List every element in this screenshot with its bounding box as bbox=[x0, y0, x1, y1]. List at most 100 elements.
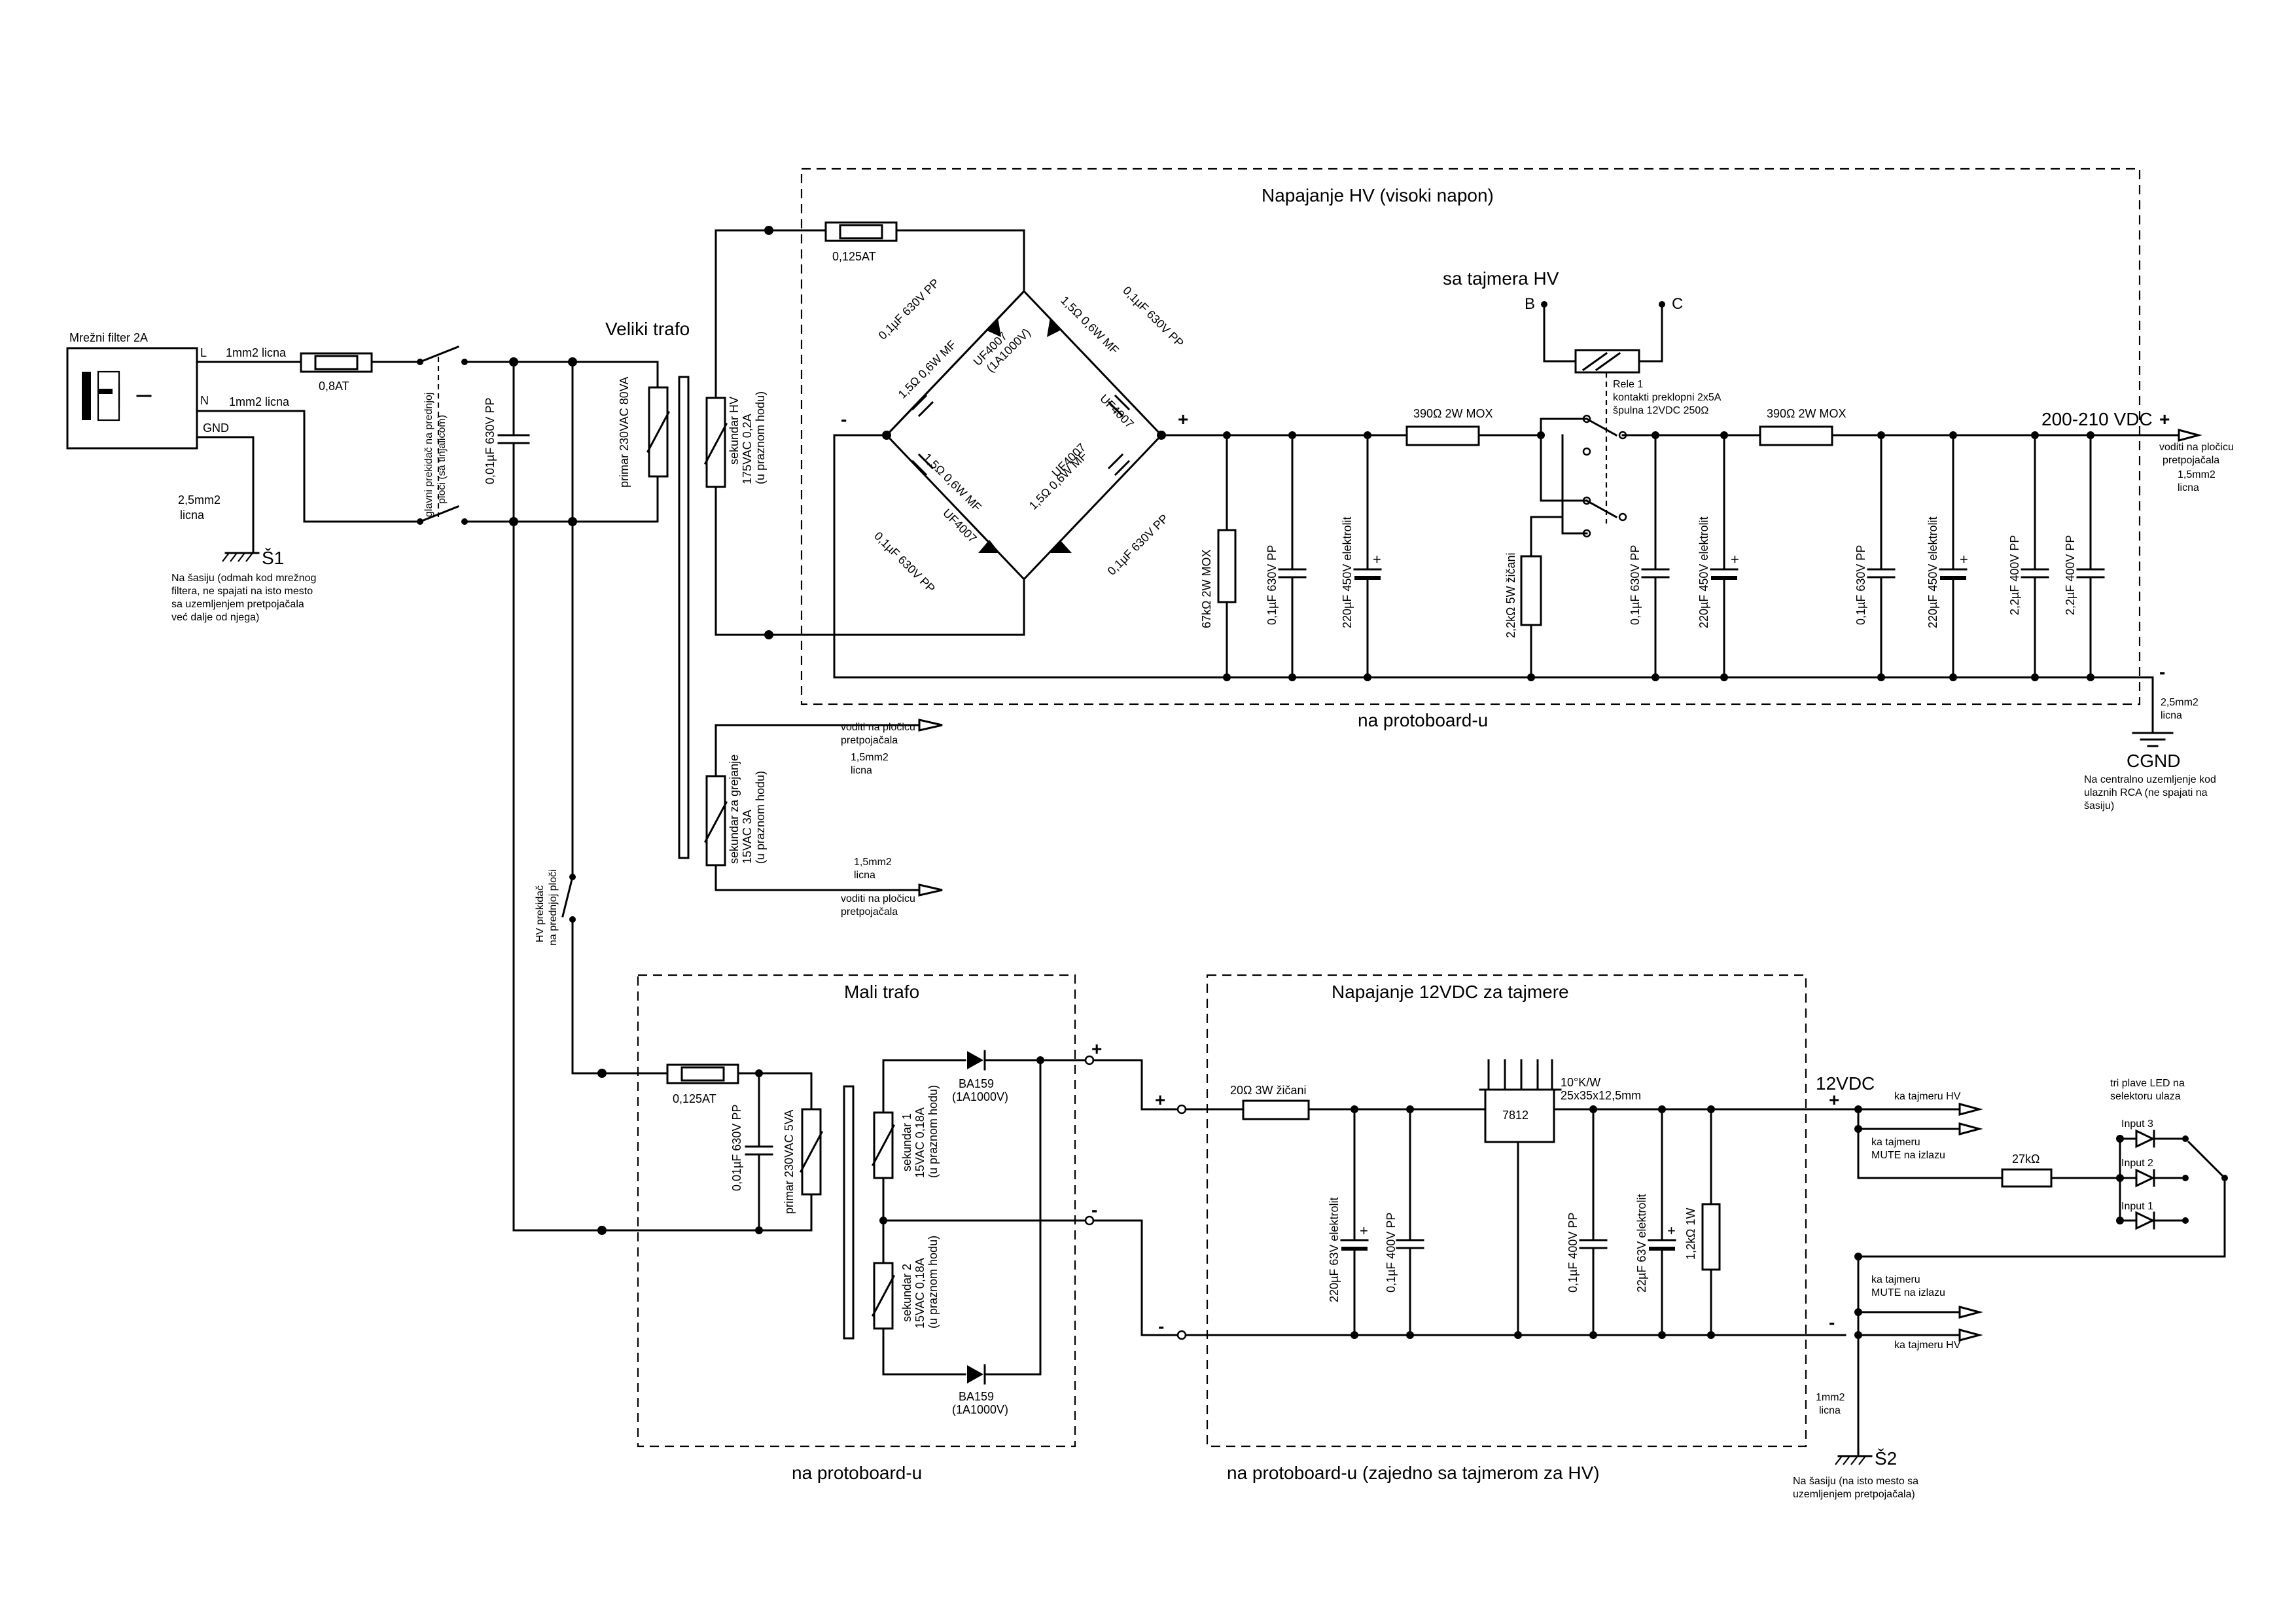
schematic-label: na prednjoj ploči bbox=[548, 869, 559, 946]
main-power-switch bbox=[417, 346, 468, 525]
schematic-label: (1A1000V) bbox=[952, 1403, 1008, 1416]
schematic-label: 25x35x12,5mm bbox=[1561, 1089, 1641, 1102]
schematic-label: (u praznom hodu) bbox=[754, 391, 767, 484]
schematic-label: ka tajmeru bbox=[1871, 1137, 1920, 1148]
schematic-label: + bbox=[1829, 1090, 1839, 1110]
supply-12v-title: Napajanje 12VDC za tajmere bbox=[1332, 982, 1569, 1002]
schematic-label: ka tajmeru HV bbox=[1894, 1340, 1961, 1351]
schematic-label: BA159 bbox=[959, 1390, 994, 1403]
schematic-label: licna bbox=[851, 765, 872, 776]
schematic-label: - bbox=[1158, 1316, 1164, 1336]
schematic-label: 15VAC 0,18A bbox=[913, 1258, 927, 1329]
schematic-label: 1mm2 licna bbox=[229, 395, 290, 408]
schematic-label: Input 1 bbox=[2121, 1201, 2153, 1212]
schematic-label: Rele 1 bbox=[1613, 379, 1643, 390]
mains-bus-n bbox=[463, 475, 659, 523]
schematic-label: ulaznih RCA (ne spajati na bbox=[2084, 787, 2208, 798]
schematic-label: 1,2kΩ 1W bbox=[1684, 1208, 1697, 1260]
schematic-label: BA159 bbox=[959, 1077, 994, 1090]
hv-output-voltage: 200-210 VDC bbox=[2041, 409, 2153, 429]
mains-bus-l bbox=[463, 361, 659, 389]
schematic-label: Input 3 bbox=[2121, 1118, 2153, 1130]
schematic-label: 7812 bbox=[1502, 1109, 1528, 1122]
schematic-label: 1,5mm2 bbox=[851, 752, 889, 763]
schematic-label: voditi na pločicu bbox=[841, 722, 915, 733]
schematic-label: već dalje od njega) bbox=[171, 612, 259, 623]
hv-supply-block bbox=[800, 168, 2141, 705]
schematic-label: 0,1µF 630V PP bbox=[1105, 512, 1171, 578]
regulator-7812: 7812 bbox=[1479, 1059, 1562, 1339]
hv-series-resistor-1 bbox=[1405, 425, 1480, 446]
hv-supply-title: Napajanje HV (visoki napon) bbox=[1262, 185, 1494, 205]
schematic-label: Na šasiju (na isto mesto sa bbox=[1793, 1476, 1918, 1487]
output-12v-label: 12VDC bbox=[1816, 1073, 1875, 1094]
schematic-label: L bbox=[200, 346, 207, 359]
schematic-label: filtera, ne spajati na isto mesto bbox=[171, 586, 313, 597]
schematic-label: glavni prekidač na prednjoj bbox=[423, 393, 434, 517]
schematic-label: - bbox=[1091, 1200, 1097, 1220]
schematic-label: sekundar HV bbox=[728, 397, 741, 465]
cgnd-symbol bbox=[2132, 732, 2174, 747]
schematic-label: 2,2µF 400V PP bbox=[2008, 535, 2021, 615]
schematic-label: CGND bbox=[2127, 751, 2180, 771]
schematic-label: ka tajmeru bbox=[1871, 1274, 1920, 1285]
big-trafo-primary bbox=[646, 386, 671, 478]
schematic-label: 220µF 450V elektrolit bbox=[1697, 517, 1710, 628]
schematic-label: + bbox=[1373, 551, 1381, 567]
schematic-label: 1,5mm2 bbox=[2178, 469, 2216, 480]
schematic-label: tri plave LED na bbox=[2110, 1078, 2185, 1089]
schematic-label: 2,5mm2 bbox=[2161, 697, 2199, 708]
schematic-label: Input 2 bbox=[2121, 1158, 2153, 1169]
wirewound-resistor bbox=[1520, 555, 1542, 626]
small-trafo-block bbox=[637, 974, 1076, 1448]
chassis-ground-s2 bbox=[1835, 1455, 1873, 1465]
schematic-label: uzemljenjem pretpojačala) bbox=[1793, 1489, 1915, 1500]
schematic-label: 0,1µF 400V PP bbox=[1566, 1213, 1580, 1293]
schematic-label: 2,2kΩ 5W žičani bbox=[1504, 553, 1517, 639]
schematic-label: + bbox=[1178, 409, 1188, 429]
input-capacitor bbox=[497, 361, 530, 523]
schematic-label: 0,1µF 630V PP bbox=[872, 529, 938, 596]
schematic-label: (u praznom hodu) bbox=[927, 1236, 940, 1329]
hv-negative-rail bbox=[833, 434, 2154, 679]
schematic-label: 220µF 450V elektrolit bbox=[1341, 517, 1354, 628]
schematic-label: + bbox=[1960, 551, 1968, 567]
schematic-label: ka tajmeru HV bbox=[1894, 1091, 1961, 1102]
schematic-label: 0,01µF 630V PP bbox=[484, 398, 497, 484]
schematic-label: 2,5mm2 bbox=[178, 493, 221, 507]
schematic-label: ploči (sa tinjalicom) bbox=[436, 415, 448, 504]
schematic-label: 15VAC 3A bbox=[741, 810, 754, 864]
schematic-label: (1A1000V) bbox=[952, 1090, 1008, 1103]
schematic-label: 27kΩ bbox=[2012, 1152, 2040, 1166]
schematic-label: GND bbox=[203, 421, 229, 435]
mains-inlet: Mrežni filter 2A L N GND bbox=[66, 331, 229, 450]
big-trafo-hv-secondary bbox=[703, 229, 770, 636]
schematic-label: + bbox=[1155, 1090, 1165, 1110]
small-trafo-title: Mali trafo bbox=[844, 982, 919, 1002]
schematic-label: sekundar 2 bbox=[900, 1264, 913, 1322]
inlet-title: Mrežni filter 2A bbox=[69, 331, 148, 344]
schematic-label: primar 230VAC 80VA bbox=[618, 377, 631, 488]
chassis-ground-symbol bbox=[222, 552, 260, 562]
schematic-label: licna bbox=[2178, 482, 2199, 493]
schematic-label: 1,5mm2 bbox=[854, 857, 892, 868]
schematic-label: HV prekidač bbox=[535, 885, 546, 942]
schematic-label: 1,5Ω 0,6W MF bbox=[1027, 449, 1090, 512]
schematic-label: 0,1µF 630V PP bbox=[1120, 284, 1186, 350]
schematic-label: kontakti preklopni 2x5A bbox=[1613, 392, 1722, 403]
schematic-label: + bbox=[2159, 409, 2170, 429]
small-trafo-secondaries bbox=[871, 1050, 1087, 1385]
schematic-label: Š1 bbox=[262, 548, 284, 568]
schematic-label: Š2 bbox=[1875, 1448, 1897, 1469]
schematic-label: sekundar za grejanje bbox=[728, 755, 741, 864]
schematic-label: licna bbox=[2161, 710, 2182, 721]
schematic-label: - bbox=[841, 409, 847, 429]
schematic-label: MUTE na izlazu bbox=[1871, 1150, 1945, 1161]
schematic-label: 0,1µF 630V PP bbox=[1629, 545, 1642, 625]
schematic-label: šasiju) bbox=[2084, 800, 2114, 812]
schematic-label: 0,125AT bbox=[673, 1092, 716, 1105]
schematic-label: N bbox=[200, 394, 209, 407]
gnd-wire bbox=[196, 436, 255, 554]
small-trafo-core bbox=[843, 1085, 855, 1340]
schematic-label: 0,1µF 630V PP bbox=[1854, 545, 1867, 625]
